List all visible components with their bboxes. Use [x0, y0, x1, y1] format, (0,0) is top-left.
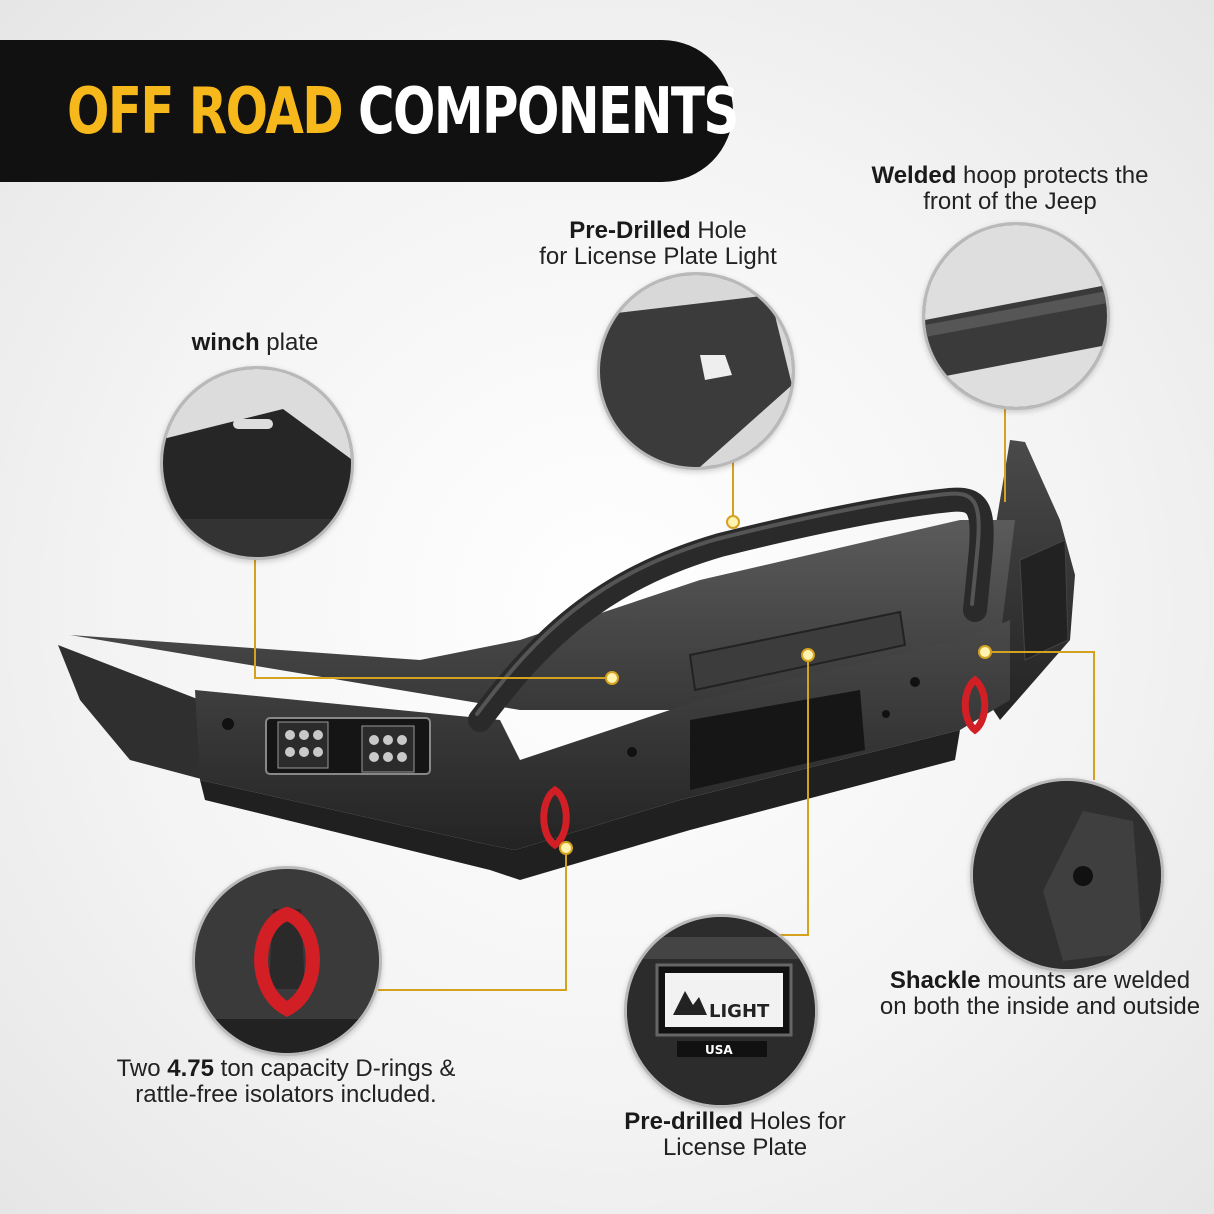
- shackle-mount-detail: [973, 781, 1161, 969]
- license-light-hole-detail: [600, 275, 792, 467]
- shackle-bold: Shackle: [889, 967, 981, 994]
- license-plate-line1: Pre-drilled Holes for: [590, 1109, 880, 1135]
- hoop-line1: Welded hoop protects the: [846, 163, 1174, 189]
- d-ring-callout: [192, 866, 382, 1056]
- d-ring-pre: Two: [116, 1055, 168, 1082]
- welded-hoop-detail: [925, 225, 1107, 407]
- d-ring-line1: Two 4.75 ton capacity D-rings &: [100, 1056, 472, 1082]
- license-light-bold: Pre-Drilled: [569, 217, 691, 244]
- license-plate-rest: Holes for: [743, 1108, 846, 1135]
- shackle-line1: Shackle mounts are welded: [870, 968, 1210, 994]
- d-ring-detail: [195, 869, 379, 1053]
- shackle-label: Shackle mounts are welded on both the in…: [870, 968, 1210, 1020]
- hoop-label: Welded hoop protects the front of the Je…: [846, 163, 1174, 215]
- plate-brand-text: LIGHT: [709, 1001, 770, 1022]
- d-ring-rest: ton capacity D-rings &: [213, 1055, 456, 1082]
- title-main: COMPONENTS: [357, 75, 739, 149]
- license-light-line1: Pre-Drilled Hole: [500, 218, 816, 244]
- license-light-line2: for License Plate Light: [539, 243, 777, 270]
- d-ring-label: Two 4.75 ton capacity D-rings & rattle-f…: [100, 1056, 472, 1108]
- hoop-callout: [922, 222, 1110, 410]
- license-plate-label: Pre-drilled Holes for License Plate: [590, 1109, 880, 1161]
- hoop-bold: Welded: [871, 162, 957, 189]
- winch-plate-callout: [160, 366, 354, 560]
- hoop-line2: front of the Jeep: [923, 188, 1097, 215]
- license-plate-bold: Pre-drilled: [624, 1108, 743, 1135]
- license-light-callout: [597, 272, 795, 470]
- license-plate-detail: LIGHT USA: [627, 917, 815, 1105]
- title-accent: OFF ROAD: [67, 75, 344, 149]
- license-plate-callout: LIGHT USA: [624, 914, 818, 1108]
- plate-country-text: USA: [705, 1043, 733, 1057]
- winch-bold: winch: [191, 329, 260, 356]
- license-light-label: Pre-Drilled Hole for License Plate Light: [500, 218, 816, 270]
- d-ring-line2: rattle-free isolators included.: [135, 1081, 437, 1108]
- shackle-line2: on both the inside and outside: [879, 993, 1201, 1020]
- hoop-rest: hoop protects the: [956, 162, 1149, 189]
- page-title: OFF ROAD COMPONENTS: [67, 74, 739, 150]
- winch-rest: plate: [259, 329, 319, 356]
- winch-plate-label: winch plate: [150, 330, 360, 356]
- license-plate-line2: License Plate: [662, 1134, 808, 1161]
- shackle-rest: mounts are welded: [980, 967, 1191, 994]
- license-light-rest: Hole: [690, 217, 747, 244]
- shackle-mount-callout: [970, 778, 1164, 972]
- header-banner: OFF ROAD COMPONENTS: [0, 40, 739, 182]
- winch-plate-detail: [163, 369, 351, 557]
- d-ring-bold: 4.75: [167, 1055, 214, 1082]
